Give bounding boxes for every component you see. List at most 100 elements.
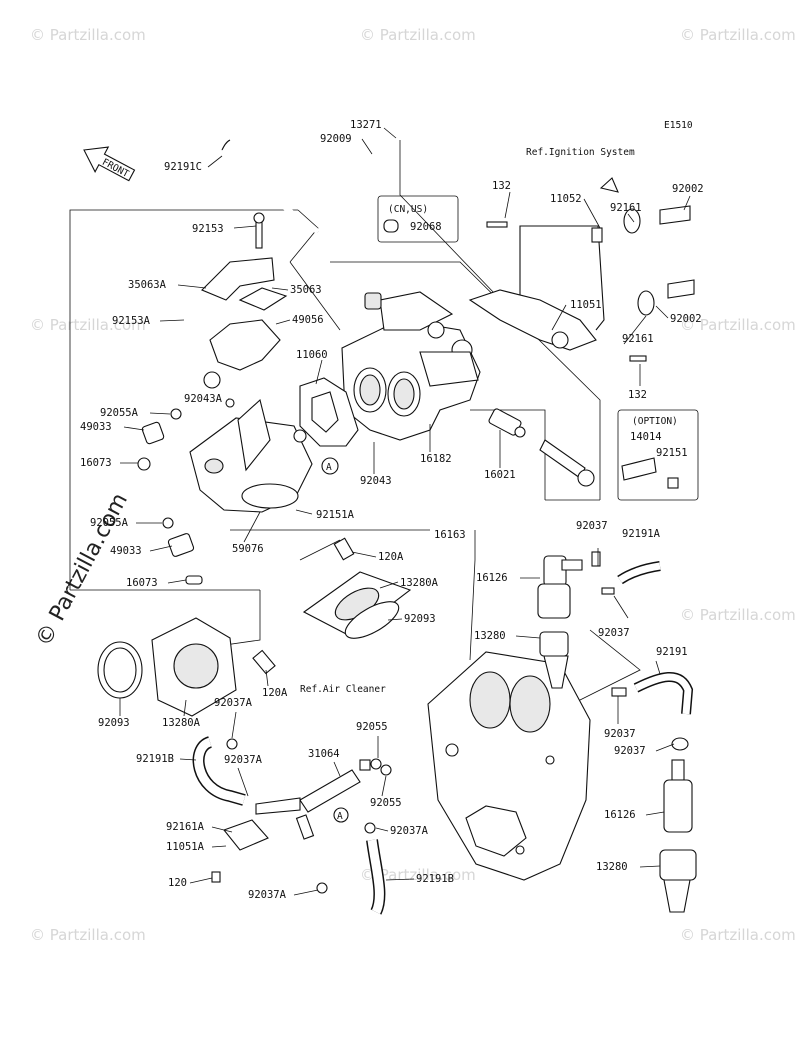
watermark: © Partzilla.com (680, 316, 796, 334)
throttle-body (341, 291, 481, 441)
part-label: 13280 (474, 630, 506, 642)
part-label: 92002 (670, 313, 702, 325)
diagram-code: E1510 (664, 120, 693, 131)
part-label: 92068 (410, 221, 442, 233)
part-label: 92037 (614, 745, 646, 757)
part-label: 16073 (126, 577, 158, 589)
flange-13280a-lower (97, 617, 276, 717)
svg-text:A: A (326, 462, 332, 473)
option-bracket-14014 (617, 409, 699, 501)
part-label: 92191B (136, 753, 174, 765)
watermark: © Partzilla.com (360, 26, 476, 44)
part-label: 92055A (100, 407, 139, 419)
part-label: 92037A (214, 697, 253, 709)
part-label: 92191 (656, 646, 688, 658)
part-label: 92093 (404, 613, 436, 625)
part-label: 92191B (416, 873, 454, 885)
part-label: 35063A (128, 279, 167, 291)
watermark: © Partzilla.com (30, 926, 146, 944)
part-label: 92037 (598, 627, 630, 639)
fuel-filter-16126-upper (537, 555, 583, 689)
part-label: 49056 (292, 314, 324, 326)
part-label: 16182 (420, 453, 452, 465)
part-label: 92153 (192, 223, 224, 235)
callout-a-lower: A (333, 807, 349, 823)
part-label: 13280 (596, 861, 628, 873)
part-label: 92037 (604, 728, 636, 740)
part-label: 92043 (360, 475, 392, 487)
part-label: 13280A (162, 717, 201, 729)
part-label: 11051 (570, 299, 602, 311)
bracket-11051a (211, 819, 269, 883)
watermark: © Partzilla.com (30, 316, 146, 334)
adjuster-16021 (488, 408, 595, 487)
part-label: 92055A (90, 517, 129, 529)
intake-manifold (189, 398, 313, 513)
bracket-35063 (201, 212, 288, 389)
part-label: 92009 (320, 133, 352, 145)
sensor-49033-lower (167, 533, 203, 585)
part-label: 13271 (350, 119, 382, 131)
part-label: 14014 (630, 431, 662, 443)
part-label: 16126 (604, 809, 636, 821)
part-label: 92191C (164, 161, 202, 173)
part-label: 92151A (316, 509, 355, 521)
part-label: 11052 (550, 193, 582, 205)
part-label: 92037A (248, 889, 287, 901)
fuel-hose-92191c (220, 139, 320, 235)
sensor-49033-upper (137, 421, 165, 471)
o-rings-92055 (370, 758, 392, 776)
part-label: 11051A (166, 841, 205, 853)
hose-92191 (611, 671, 694, 751)
air-cleaner-base (427, 651, 591, 881)
part-labels: 13271 92009 92191C 132 11052 92002 92161… (80, 119, 704, 901)
part-label: 92191A (622, 528, 661, 540)
ref-air-cleaner: Ref.Air Cleaner (300, 684, 386, 695)
part-label: 13280A (400, 577, 439, 589)
watermark: © Partzilla.com (680, 26, 796, 44)
part-label: 120 (168, 877, 187, 889)
part-label: 35063 (290, 284, 322, 296)
hose-92191a (591, 551, 661, 595)
part-label: 59076 (232, 543, 264, 555)
part-label: 120A (262, 687, 288, 699)
part-label: 92037A (224, 754, 263, 766)
part-label: 132 (628, 389, 647, 401)
part-label: 132 (492, 180, 511, 192)
part-label: 92002 (672, 183, 704, 195)
label-leaders (119, 127, 691, 896)
note-option-text: (OPTION) (632, 416, 678, 427)
part-label: 92093 (98, 717, 130, 729)
part-label: 49033 (110, 545, 142, 557)
spacer-13280a (302, 537, 412, 639)
part-label: 49033 (80, 421, 112, 433)
note-cn-us: (CN,US) (377, 195, 459, 243)
note-cn-us-text: (CN,US) (388, 204, 428, 215)
part-label: 92151 (656, 447, 688, 459)
callout-a-upper: A (321, 457, 339, 475)
watermark: © Partzilla.com (30, 26, 146, 44)
bracket-11052 (468, 177, 695, 362)
part-label: 16073 (80, 457, 112, 469)
part-label: 31064 (308, 748, 340, 760)
part-label: 92043A (184, 393, 223, 405)
hose-92191b-left (192, 736, 246, 806)
part-label: 92161 (622, 333, 654, 345)
part-label: 92161A (166, 821, 205, 833)
part-label: 11060 (296, 349, 328, 361)
watermark-logo: © Partzilla.com (31, 489, 133, 651)
watermark: © Partzilla.com (680, 606, 796, 624)
part-label: 92055 (370, 797, 402, 809)
fuel-joint-31064 (255, 759, 371, 840)
ref-ignition-system: Ref.Ignition System (526, 147, 635, 158)
part-label: 92037 (576, 520, 608, 532)
part-label: 92037A (390, 825, 429, 837)
svg-text:A: A (337, 811, 343, 822)
part-label: 92153A (112, 315, 151, 327)
hose-92191b-bottom (316, 822, 386, 915)
part-label: 16021 (484, 469, 516, 481)
watermark: © Partzilla.com (680, 926, 796, 944)
part-label: 92161 (610, 202, 642, 214)
part-label: 92055 (356, 721, 388, 733)
